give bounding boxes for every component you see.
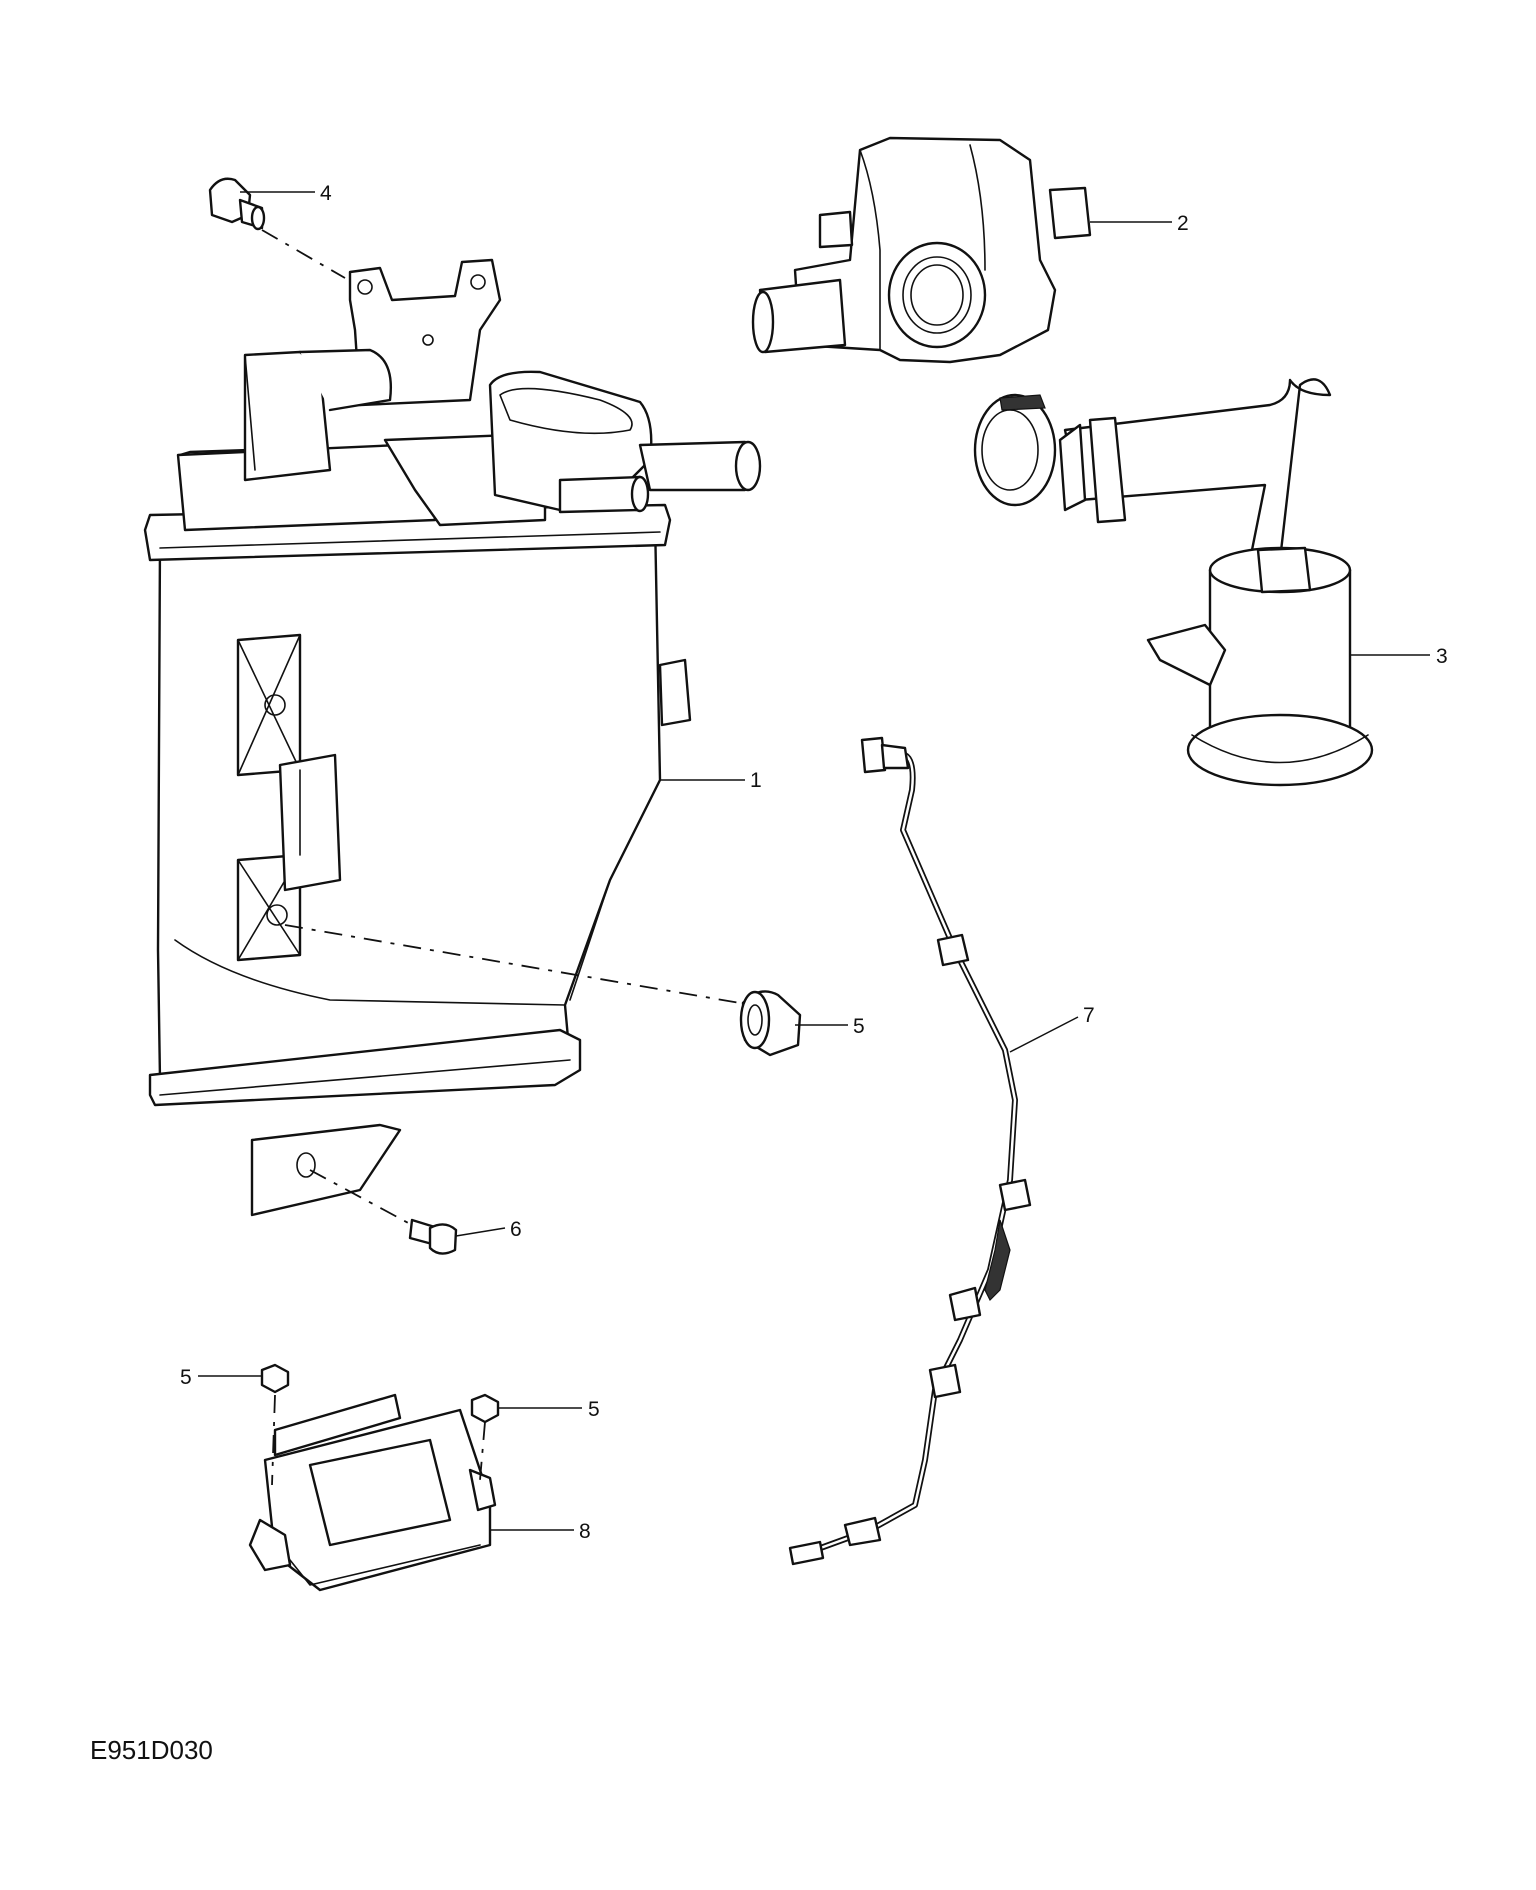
part-4-bolt	[208, 177, 266, 231]
callout-5c: 5	[588, 1398, 600, 1421]
part-2-purge-valve	[751, 136, 1092, 364]
callout-3: 3	[1436, 645, 1448, 668]
callout-4: 4	[320, 182, 332, 205]
alignment-line-bolt-6	[309, 1169, 413, 1226]
callout-6: 6	[510, 1218, 522, 1241]
callout-7: 7	[1083, 1004, 1095, 1027]
part-1-canister	[143, 258, 762, 1217]
leader-line-6	[455, 1227, 506, 1237]
part-5-grommet	[739, 990, 802, 1057]
part-3-filter-hose	[973, 378, 1374, 787]
callout-1: 1	[750, 769, 762, 792]
leader-line-7	[1009, 1016, 1079, 1053]
part-7-pipe	[788, 736, 1032, 1566]
figure-code: E951D030	[90, 1735, 213, 1765]
part-6-bolt	[408, 1218, 458, 1255]
callout-5b: 5	[180, 1366, 192, 1389]
alignment-line-grommet-5	[284, 924, 741, 1004]
callout-2: 2	[1177, 212, 1189, 235]
alignment-line-bolt-4	[261, 229, 346, 279]
callout-8: 8	[579, 1520, 591, 1543]
callout-5a: 5	[853, 1015, 865, 1038]
part-8-module	[248, 1363, 500, 1592]
